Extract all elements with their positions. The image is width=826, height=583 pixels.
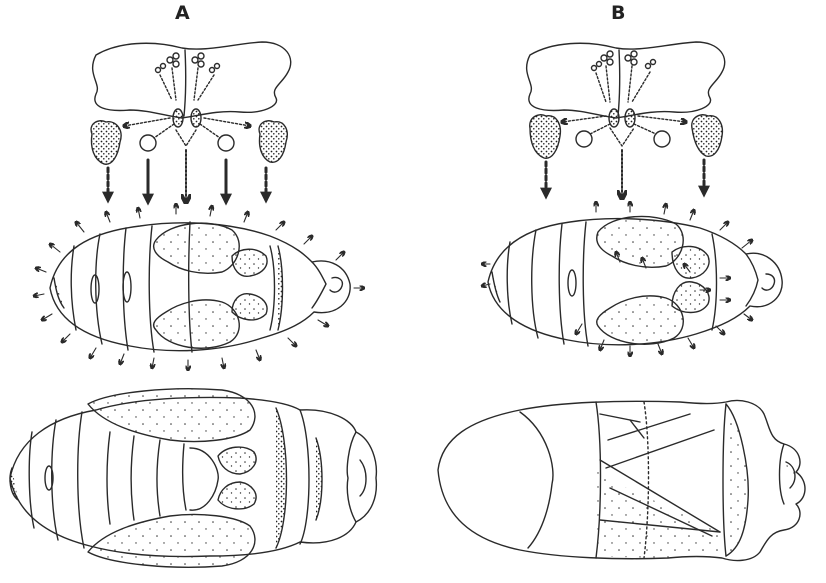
panel-b-label: B	[611, 2, 625, 24]
pupa-b	[438, 401, 805, 561]
neurosecretory-cells-b	[592, 51, 656, 102]
larva-a	[50, 222, 350, 352]
larva-b	[488, 216, 782, 346]
pupa-a	[10, 389, 376, 567]
panel-a-label: A	[175, 2, 190, 24]
hormone-arrows-b	[546, 150, 704, 198]
hormone-arrows-a	[108, 150, 266, 202]
brain-a	[93, 42, 291, 118]
brain-b	[527, 42, 725, 118]
prothoracic-gland-a	[91, 121, 287, 165]
corpora-b	[576, 109, 670, 147]
neurosecretory-cells-a	[156, 53, 220, 100]
